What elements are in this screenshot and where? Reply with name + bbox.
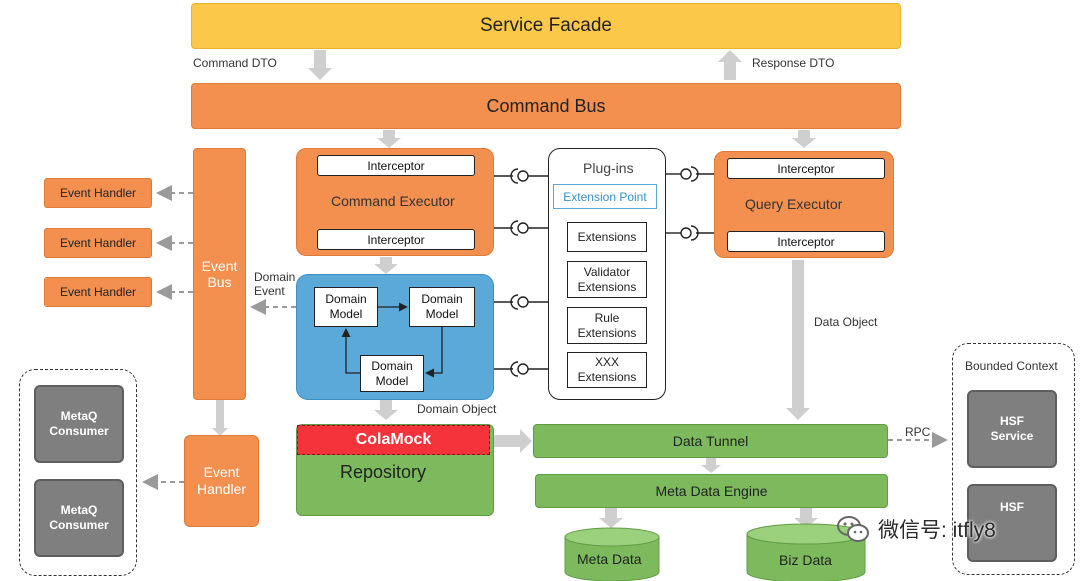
arrow-engine-to-bizdata [794,508,818,528]
plugin-validator-extensions-label: Validator Extensions [577,264,637,294]
data-object-label: Data Object [814,315,878,329]
plugin-rule-extensions-label: Rule Extensions [577,310,637,340]
repository-label: Repository [340,462,427,482]
event-handler-3-label: Event Handler [59,285,137,299]
hsf-lower: HSF [967,484,1057,562]
service-facade-label: Service Facade [479,15,612,36]
block-arrows [212,50,818,528]
arrow-eventbus-to-handler [212,400,228,436]
plugin-extensions-label: Extensions [577,229,637,244]
biz-data-label: Biz Data [779,552,832,568]
plugin-xxx-extensions: XXX Extensions [567,352,647,388]
arrow-bus-to-cmd-exec [377,130,401,148]
domain-event-label: Domain Event [254,270,296,298]
metaq-consumer-2-label: MetaQ Consumer [49,503,109,532]
plug-connectors [493,166,714,377]
plugin-rule-extensions: Rule Extensions [567,307,647,344]
command-bus: Command Bus [191,83,901,129]
query-interceptor-bottom: Interceptor [727,231,885,252]
arrow-query-to-tunnel [786,260,810,420]
data-tunnel-label: Data Tunnel [672,433,749,449]
command-interceptor-top: Interceptor [317,155,475,176]
plug-ins-title: Plug-ins [583,160,634,176]
command-executor-title: Command Executor [331,193,455,209]
plugin-extensions: Extensions [567,222,647,252]
query-interceptor-bottom-label: Interceptor [777,234,835,249]
event-bus-label: Event Bus [201,258,238,290]
socket-query-1 [666,166,714,182]
socket-domain-1 [493,294,548,310]
event-handler-lower: Event Handler [184,435,259,527]
watermark-text: 微信号: itfly8 [878,519,996,542]
meta-data-label: Meta Data [577,551,642,567]
metaq-consumer-1-label: MetaQ Consumer [49,409,109,438]
rpc-label: RPC [905,425,931,439]
arrow-exec-to-domain [374,257,398,274]
metaq-consumer-group [19,369,137,576]
domain-model-3-label: Domain Model [371,358,413,388]
domain-model-3: Domain Model [360,355,424,392]
response-dto-label: Response DTO [752,56,835,70]
arrow-response-dto [718,50,742,80]
arrow-repo-to-tunnel [494,429,532,453]
socket-query-2 [666,225,714,241]
dashed-arrows [142,185,948,490]
event-handler-2-label: Event Handler [59,236,137,250]
bounded-context-label: Bounded Context [965,359,1058,373]
command-dto-label: Command DTO [193,56,277,70]
socket-cmd-2 [493,220,548,236]
command-interceptor-bottom-label: Interceptor [367,232,425,247]
query-interceptor-top-label: Interceptor [777,161,835,176]
command-interceptor-bottom: Interceptor [317,229,475,250]
event-handler-1-label: Event Handler [59,186,137,200]
bounded-context-group [952,343,1075,575]
arrow-engine-to-metadata [599,508,623,528]
command-bus-label: Command Bus [486,95,606,116]
socket-domain-2 [493,361,548,377]
extension-point-label: Extension Point [563,189,647,204]
arrow-tunnel-to-engine [701,458,721,473]
cola-mock: ColaMock [297,425,490,455]
hsf-service-label: HSF Service [990,414,1034,443]
arrow-command-dto [308,50,332,80]
event-handler-3: Event Handler [44,277,152,307]
plugin-validator-extensions: Validator Extensions [567,261,647,298]
data-tunnel: Data Tunnel [533,424,888,458]
service-facade: Service Facade [191,3,901,49]
meta-data-engine: Meta Data Engine [535,474,888,508]
query-executor-title: Query Executor [745,196,843,212]
hsf-service: HSF Service [967,390,1057,468]
cola-mock-label: ColaMock [355,431,432,448]
metaq-consumer-1: MetaQ Consumer [34,385,124,463]
event-handler-lower-label: Event Handler [196,464,247,497]
arrow-bus-to-query-exec [792,130,816,148]
arrow-domain-to-repo [374,400,398,420]
socket-cmd-1 [493,168,548,184]
plugin-xxx-extensions-label: XXX Extensions [577,355,637,384]
domain-object-label: Domain Object [417,402,497,416]
wechat-icon [837,516,869,542]
domain-model-1-label: Domain Model [325,292,367,321]
event-bus: Event Bus [193,148,246,400]
metaq-consumer-2: MetaQ Consumer [34,479,124,557]
domain-model-2: Domain Model [409,287,475,327]
event-handler-1: Event Handler [44,178,152,208]
wechat-watermark: 微信号: itfly8 [836,510,1056,548]
event-handler-2: Event Handler [44,228,152,258]
extension-point: Extension Point [553,184,657,209]
hsf-lower-label: HSF [1000,500,1024,514]
command-interceptor-top-label: Interceptor [367,158,425,173]
domain-model-1: Domain Model [314,287,378,327]
meta-data-engine-label: Meta Data Engine [655,483,768,499]
domain-model-2-label: Domain Model [421,292,463,321]
query-interceptor-top: Interceptor [727,158,885,179]
